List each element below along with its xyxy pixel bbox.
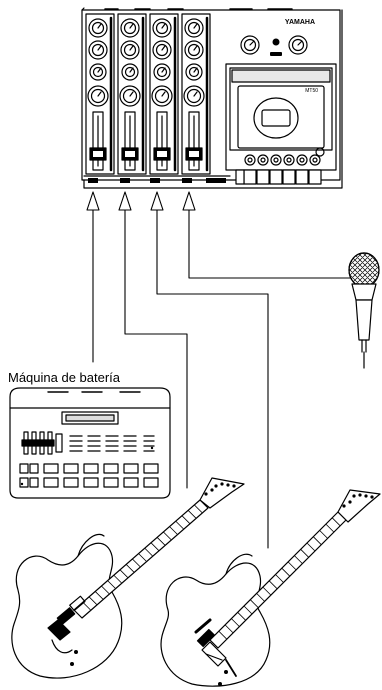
arrow-ch4 [183, 192, 195, 210]
microphone [349, 253, 379, 368]
channel-4-knob-2 [185, 41, 203, 59]
channel-1-knob-4 [88, 86, 108, 106]
channel-strip-2 [118, 14, 146, 174]
channel-1-knob-2 [89, 41, 107, 59]
transport-button-6 [310, 155, 320, 165]
channel-3-knob-3 [154, 64, 170, 80]
master-knob-right [289, 36, 307, 54]
channel-1-knob-3 [90, 64, 106, 80]
input-arrows [87, 192, 195, 210]
channel-2-knob-2 [121, 41, 139, 59]
channel-2-knob-4 [120, 86, 140, 106]
arrow-ch3 [151, 192, 163, 210]
indicator-led [273, 39, 280, 46]
channel-4-knob-1 [185, 19, 203, 37]
channel-4-knob-4 [184, 86, 204, 106]
master-knob-left [241, 36, 259, 54]
channel-2-knob-3 [122, 64, 138, 80]
arrow-ch1 [87, 192, 99, 210]
channel-strip-3 [150, 14, 178, 174]
transport-button-3 [271, 155, 281, 165]
channel-3-knob-1 [153, 19, 171, 37]
channel-3-knob-2 [153, 41, 171, 59]
multitrack-recorder: YAMAHA MT50 [82, 8, 342, 188]
transport-button-4 [284, 155, 294, 165]
channel-strip-1 [86, 14, 114, 174]
channel-2-knob-1 [121, 19, 139, 37]
brand-logo: YAMAHA [285, 19, 315, 26]
transport-button-1 [245, 155, 255, 165]
channel-1-knob-1 [89, 19, 107, 37]
channel-strip-4 [182, 14, 210, 174]
model-label: MT50 [305, 88, 318, 94]
transport-button-5 [297, 155, 307, 165]
arrow-ch2 [119, 192, 131, 210]
cassette-deck: MT50 [226, 64, 336, 184]
transport-button-2 [258, 155, 268, 165]
channel-4-knob-3 [186, 64, 202, 80]
channel-3-knob-4 [152, 86, 172, 106]
drum-machine [10, 388, 170, 498]
